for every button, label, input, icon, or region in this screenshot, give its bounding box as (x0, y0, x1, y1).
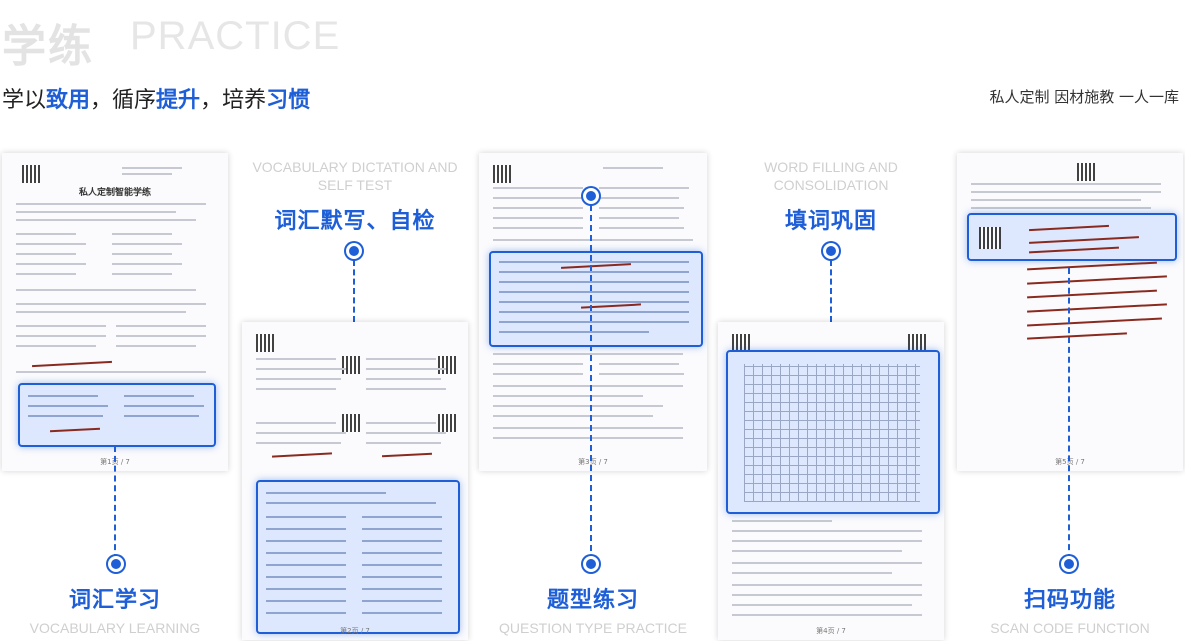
connector-dot (583, 556, 599, 572)
qr-code-icon (979, 227, 1001, 249)
worksheet-scan-code: 第5页 / 7 (957, 153, 1183, 471)
highlight-box (256, 480, 460, 634)
slogan-highlight: 提升 (156, 88, 201, 113)
page-footer: 第4页 / 7 (816, 627, 846, 635)
qr-code-icon (256, 334, 274, 352)
tagline: 私人定制 因材施教 一人一库 (989, 88, 1179, 106)
connector-line (114, 446, 116, 560)
crossword-grid (744, 364, 920, 502)
page-footer: 第5页 / 7 (1055, 458, 1085, 466)
feature-subtitle: SCAN CODE FUNCTION (990, 620, 1150, 636)
qr-code-icon (732, 334, 750, 352)
qr-code-icon (342, 414, 360, 432)
connector-dot (823, 243, 839, 259)
qr-code-icon (908, 334, 926, 352)
qr-code-icon (342, 356, 360, 374)
worksheet-vocabulary-learning: 私人定制智能学练 第1页 / 7 (2, 153, 228, 471)
page-footer: 第3页 / 7 (578, 458, 608, 466)
feature-title: 词汇学习 (68, 588, 161, 613)
feature-title: 填词巩固 (784, 209, 877, 234)
connector-line (590, 205, 592, 561)
feature-subtitle: WORD FILLING AND CONSOLIDATION (764, 159, 898, 193)
feature-subtitle: VOCABULARY LEARNING (29, 620, 201, 636)
connector-dot (1061, 556, 1077, 572)
connector-line (830, 260, 832, 322)
connector-line (1068, 268, 1070, 560)
qr-code-icon (438, 414, 456, 432)
highlight-box (489, 251, 703, 347)
highlight-box (18, 383, 216, 447)
worksheet-word-filling: 第4页 / 7 (718, 322, 944, 640)
feature-subtitle: VOCABULARY DICTATION AND SELF TEST (252, 159, 458, 193)
feature-title: 题型练习 (546, 588, 639, 613)
slogan-highlight: 致用 (46, 88, 91, 113)
slogan-part: ，培养 (200, 88, 267, 113)
section-title-en: PRACTICE (130, 14, 341, 58)
qr-code-icon (22, 165, 40, 183)
connector-dot (583, 188, 599, 204)
feature-title: 词汇默写、自检 (274, 209, 436, 234)
highlight-box (967, 213, 1177, 261)
section-title-cn: 学练 (2, 21, 94, 72)
connector-dot (108, 556, 124, 572)
qr-code-icon (493, 165, 511, 183)
qr-code-icon (1077, 163, 1095, 181)
worksheet-dictation: 第2页 / 7 (242, 322, 468, 640)
highlight-box (726, 350, 940, 514)
feature-subtitle: QUESTION TYPE PRACTICE (499, 620, 687, 636)
connector-line (353, 260, 355, 322)
slogan-highlight: 习惯 (266, 88, 311, 113)
worksheet-title: 私人定制智能学练 (78, 188, 151, 198)
page-footer: 第2页 / 7 (340, 627, 370, 635)
feature-title: 扫码功能 (1023, 588, 1116, 613)
slogan: 学以致用，循序提升，培养习惯 (2, 82, 310, 114)
slogan-part: ，循序 (90, 88, 157, 113)
qr-code-icon (438, 356, 456, 374)
connector-dot (346, 243, 362, 259)
worksheet-question-practice: 第3页 / 7 (479, 153, 707, 471)
slogan-part: 学以 (2, 88, 47, 113)
